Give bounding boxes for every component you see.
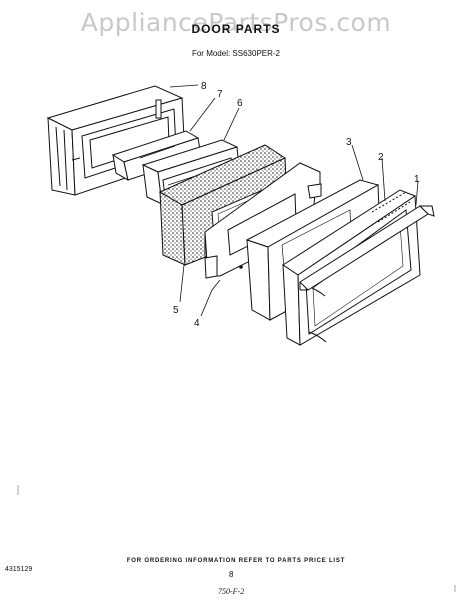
callout-7: 7 [217, 89, 223, 100]
leader-8 [169, 84, 199, 88]
callout-2: 2 [378, 152, 384, 163]
leader-5 [179, 264, 185, 303]
ordering-note: FOR ORDERING INFORMATION REFER TO PARTS … [126, 558, 346, 564]
leader-6 [223, 107, 240, 141]
leader-1 [415, 180, 419, 206]
callout-4: 4 [194, 318, 200, 329]
callout-3: 3 [346, 137, 352, 148]
callout-5: 5 [173, 305, 179, 316]
leader-3 [351, 144, 364, 181]
leader-7 [189, 97, 216, 132]
page-number: 8 [229, 570, 234, 579]
callout-1: 1 [414, 174, 420, 185]
leader-4 [200, 279, 221, 317]
drawing-code: 750-F-2 [218, 587, 245, 596]
model-subtitle: For Model: SS630PER-2 [191, 49, 281, 58]
page-title: DOOR PARTS [191, 22, 281, 36]
leader-lines [169, 84, 419, 317]
callout-8: 8 [201, 81, 207, 92]
part-code: 4315129 [5, 566, 33, 573]
watermark: AppliancePartsPros.com [80, 8, 392, 37]
page-marks [17, 485, 456, 592]
callout-6: 6 [237, 98, 243, 109]
door-handle [299, 205, 435, 291]
leader-2 [381, 157, 386, 202]
